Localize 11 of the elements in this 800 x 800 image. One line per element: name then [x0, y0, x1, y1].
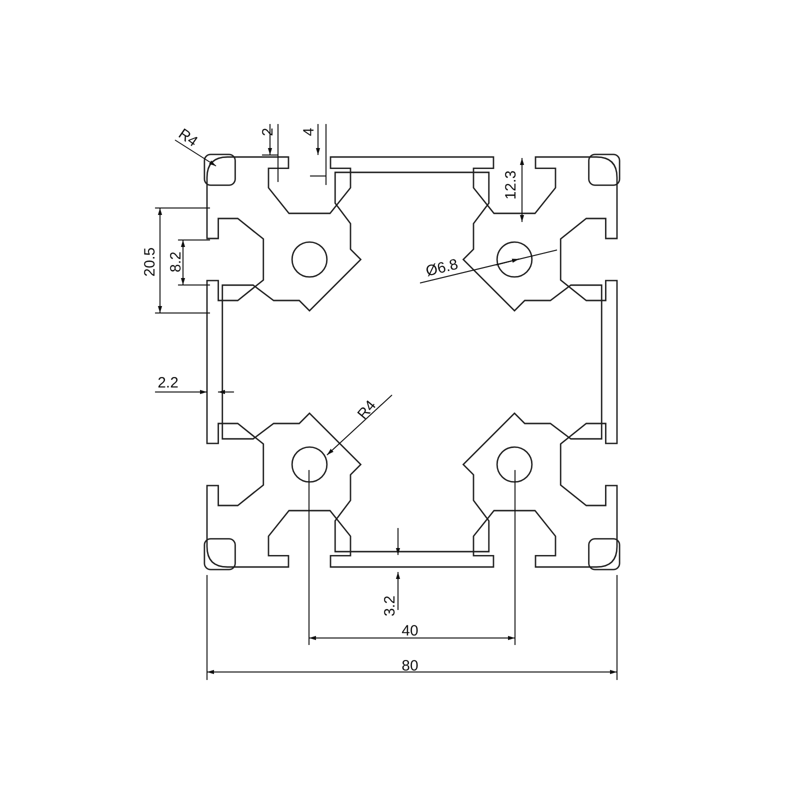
dimension-label: R4 [176, 126, 200, 150]
dimension-label: 2.2 [158, 376, 178, 390]
dimension-label: 40 [402, 624, 418, 638]
dimension-label: 4 [302, 128, 316, 136]
dimension-label: Ø6.8 [424, 256, 460, 280]
dimension-label: 3.2 [382, 596, 398, 616]
dimension-label: 20.5 [142, 247, 158, 277]
dimension-label: 8.2 [168, 252, 184, 272]
dimension-label: 12.3 [504, 170, 518, 200]
dimension-label: R4 [355, 398, 379, 422]
dimension-label: 80 [402, 658, 418, 674]
